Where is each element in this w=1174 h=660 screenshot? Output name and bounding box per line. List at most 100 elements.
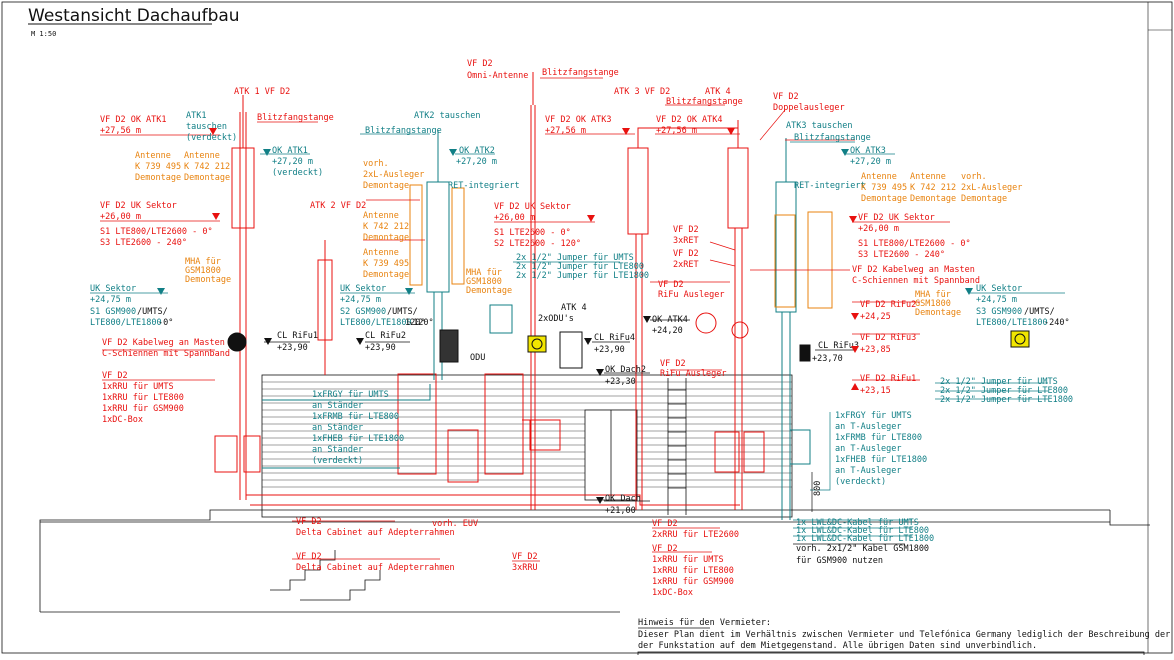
label-blitz-omni: Blitzfangstange [542,68,619,78]
label-vfd2-doppel: VF D2 [773,92,799,102]
label-mha-l1: MHA für [185,257,221,267]
label-lwl1: 1x LWL&DC-Kabel für UMTS [796,518,919,528]
label-frgyr2: an T-Ausleger [835,422,902,432]
label-rifu1-r: VF D2 RiFu1 [860,374,916,384]
label-frgyr3: 1xFRMB für LTE800 [835,433,922,443]
label-uk-teal-l-val: +24,75 m [90,295,131,305]
label-atk2: ATK 2 VF D2 [310,201,366,211]
label-blitz-atk34: Blitzfangstange [666,97,743,107]
leader-lines-teal [90,133,1065,537]
level-marker-rifu3 [851,346,859,353]
level-marker-rifu1 [851,383,859,390]
label-ant-l2: K 739 495 [135,162,181,172]
label-doppelausleger: Doppelausleger [773,103,845,113]
label-mha-m3: Demontage [466,286,512,296]
label-ok-atk4-red: VF D2 OK ATK4 [656,115,723,125]
label-ant-l3: Demontage [135,173,181,183]
level-marker-ok-dach [596,497,604,504]
label-rru2600b: 2xRRU für LTE2600 [652,530,739,540]
leader-lines-black [264,319,905,629]
level-markers [157,128,973,504]
label-jr1: 2x 1/2" Jumper für UMTS [940,377,1058,387]
label-rrub1: VF D2 [652,544,678,554]
label-frgyr5: 1xFHEB für LTE1800 [835,455,927,465]
label-lwl4: vorh. 2x1/2" Kabel GSM1800 [796,544,929,554]
label-ant-m2: K 742 212 [363,222,409,232]
label-rru-l4: 1xRRU für GSM900 [102,404,184,414]
label-uk-m-s1: S1 LTE2600 - 0° [494,228,571,238]
label-ok-atk1-teal: OK ATK1 [272,146,308,156]
label-jr3: 2x 1/2" Jumper für LTE1800 [940,395,1073,405]
label-frgy3: 1xFRMB für LTE800 [312,412,399,422]
label-ant-l1: Antenne [135,151,171,161]
label-atk3: ATK 3 VF D2 [614,87,670,97]
label-cl-rifu3-val: +23,70 [812,354,843,364]
label-rru-l1: VF D2 [102,371,128,381]
label-uk-l: VF D2 UK Sektor [100,201,177,211]
level-marker-cl-rifu2 [356,338,364,345]
label-ret-int-r: RET-integriert [794,181,866,191]
level-marker-ok-atk3 [622,128,630,135]
label-uk-r-s3: S3 LTE2600 - 240° [858,250,945,260]
masts-red [214,72,765,510]
label-frgyr7: (verdeckt) [835,477,886,487]
label-rru-l2: 1xRRU für UMTS [102,382,174,392]
label-jump3: 2x 1/2" Jumper für LTE1800 [516,271,649,281]
level-marker-rifu2 [851,313,859,320]
label-vorh-r1: vorh. [961,172,987,182]
label-uk-m: VF D2 UK Sektor [494,202,571,212]
label-rifu3-r: VF D2 RiFu3 [860,333,916,343]
label-frgyr4: an T-Ausleger [835,444,902,454]
label-ant-b2: K 742 212 [910,183,956,193]
label-ok-dach2-val: +23,30 [605,377,636,387]
label-atk4-blk: ATK 4 [561,303,587,313]
label-rru2600a: VF D2 [652,519,678,529]
label-uk-r-val: +26,00 m [858,224,899,234]
label-jump1: 2x 1/2" Jumper für UMTS [516,253,634,263]
hinweis-line1: Dieser Plan dient im Verhältnis zwischen… [638,629,1174,640]
label-mha-m1: MHA für [466,268,502,278]
label-rru3a: VF D2 [512,552,538,562]
label-mha-r3: Demontage [915,308,961,318]
level-marker-uk-teal-l [157,288,165,295]
label-vfd2-3xret2: 3xRET [673,236,699,246]
label-blitz-atk1: Blitzfangstange [257,113,334,123]
label-frgyr6: an T-Ausleger [835,466,902,476]
label-jr2: 2x 1/2" Jumper für LTE800 [940,386,1068,396]
label-mha-l3: Demontage [185,275,231,285]
orange-structures [409,184,833,309]
label-ant-b1: Antenne [910,172,946,182]
label-uk-teal-l-s2b: -0° [158,318,173,328]
label-cl-rifu4: CL RiFu4 [594,333,635,343]
label-cab1a: VF D2 [296,517,322,527]
label-uk-teal-r-s2b: -240° [1044,318,1070,328]
label-ant-a1: Antenne [861,172,897,182]
label-vfd2-2xret: VF D2 [673,249,699,259]
label-mha-m2: GSM1800 [466,277,502,287]
label-uk-m-val: +26,00 m [494,213,535,223]
label-vorh2: 2xL-Ausleger [363,170,424,180]
label-rru-l3: 1xRRU für LTE800 [102,393,184,403]
label-ant-a3: Demontage [861,194,907,204]
label-rifu2-r: VF D2 RiFu2 [860,300,916,310]
label-vorh1: vorh. [363,159,389,169]
label-rifu-aus1: VF D2 [658,280,684,290]
label-cl-rifu2-val: +23,90 [365,343,396,353]
label-angle120: 120° [405,318,425,328]
label-rifu1-r-val: +23,15 [860,386,891,396]
label-ant-m5: K 739 495 [363,259,409,269]
label-omni-antenna: Omni-Antenne [467,71,528,81]
label-cab2a: VF D2 [296,552,322,562]
label-jump2: 2x 1/2" Jumper für LTE800 [516,262,644,272]
label-ok-atk1-teal-note: (verdeckt) [272,168,323,178]
level-marker-uk-l [212,213,220,220]
label-uk-teal-l-s2a: LTE800/LTE1800 [90,318,162,328]
label-kabelweg-l2: C-Schiennen mit Spannband [102,349,230,359]
leader-lines-red [100,77,950,562]
label-ok-atk3-red: VF D2 OK ATK3 [545,115,612,125]
label-lwl5: für GSM900 nutzen [796,556,883,566]
label-uk-teal-m-s2a: LTE800/LTE1800 [340,318,412,328]
label-ant-b3: Demontage [910,194,956,204]
label-ant-r1: Antenne [184,151,220,161]
